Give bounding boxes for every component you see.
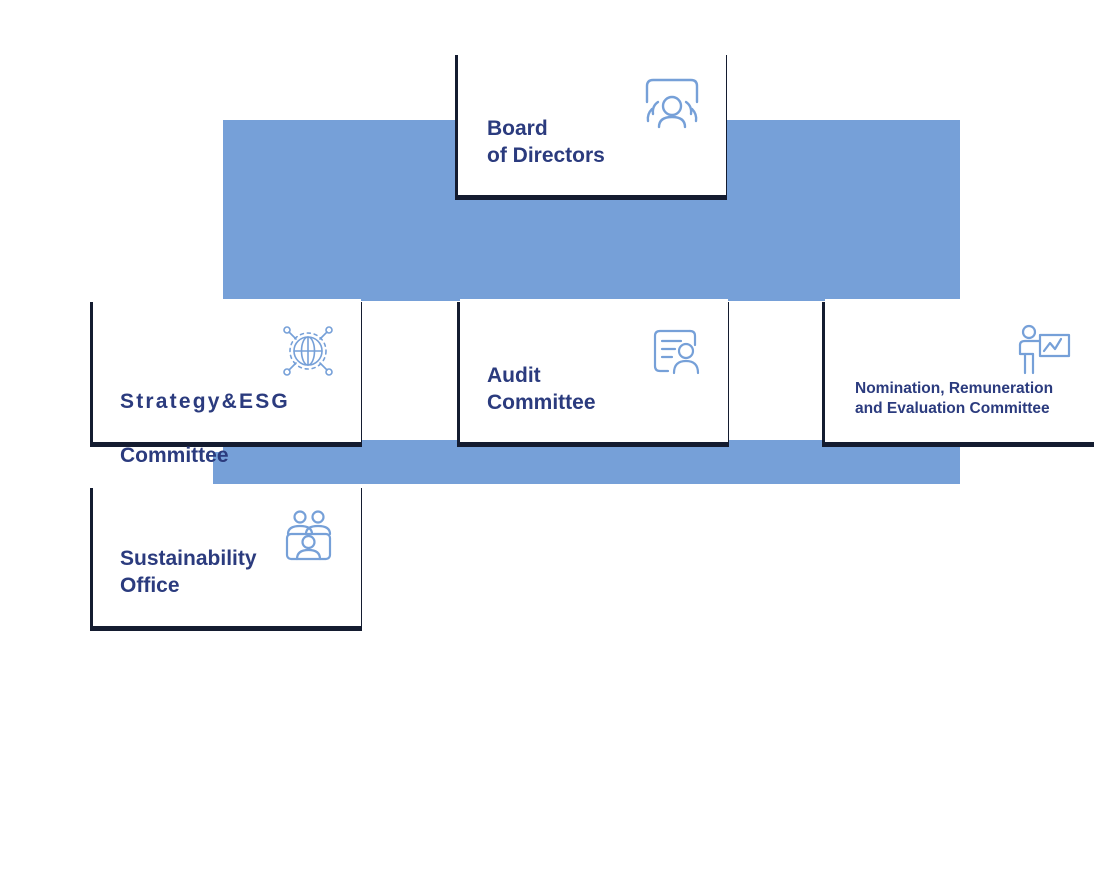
sustainability-office-label: Sustainability Office xyxy=(120,547,257,597)
strategy-esg-committee-label: Strategy&ESG Committee xyxy=(120,362,290,470)
board-of-directors-label: Board of Directors xyxy=(487,117,605,167)
sustainability-office-card[interactable] xyxy=(93,485,361,626)
strategy-esg-committee-card[interactable] xyxy=(93,299,361,442)
group-of-people-icon xyxy=(641,76,703,134)
audit-committee-card[interactable] xyxy=(460,299,728,442)
connector-bar-bottom xyxy=(213,452,960,484)
audit-committee-label: Audit Committee xyxy=(487,364,596,414)
nomination-committee-label: Nomination, Remuneration and Evaluation … xyxy=(855,380,1054,417)
globe-network-icon xyxy=(278,321,338,381)
nomination-committee-card[interactable] xyxy=(825,299,1094,442)
strategy-esg-committee-label-line1: Strategy&ESG xyxy=(120,389,290,413)
board-of-directors-card[interactable] xyxy=(458,52,726,195)
document-person-icon xyxy=(648,323,706,381)
presenter-chart-icon xyxy=(1016,323,1072,379)
strategy-esg-committee-label-line2: Committee xyxy=(120,443,229,467)
team-people-icon xyxy=(281,509,336,564)
